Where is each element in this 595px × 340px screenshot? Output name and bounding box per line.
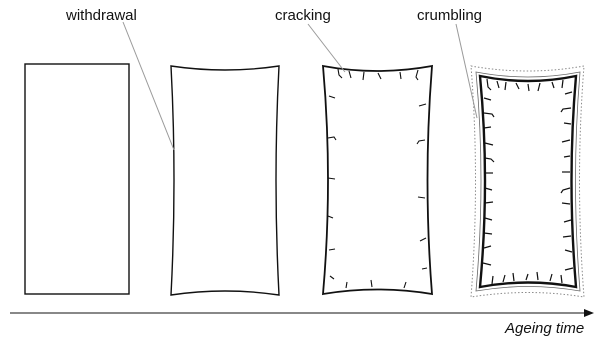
crack-line (562, 203, 570, 204)
crack-line (371, 280, 372, 287)
crack-line (565, 92, 572, 94)
crack-line (561, 108, 571, 112)
leader-crumbling (456, 24, 477, 118)
crack-line (487, 79, 491, 90)
block-crumbling (471, 66, 584, 297)
crack-line (484, 98, 491, 100)
crack-line (485, 218, 492, 220)
crack-line (528, 84, 529, 91)
crack-line (565, 268, 573, 270)
crack-line (564, 156, 570, 157)
crack-line (330, 276, 334, 279)
crack-line (420, 238, 426, 241)
crack-line (561, 188, 570, 193)
crack-line (485, 202, 493, 203)
crack-line (416, 70, 418, 80)
crack-line (513, 273, 514, 281)
crack-line (329, 96, 335, 98)
crack-line (400, 72, 401, 79)
crack-line (329, 249, 335, 250)
crack-line (562, 80, 563, 88)
crack-line (422, 268, 427, 269)
crack-line (338, 69, 342, 78)
crack-line (418, 197, 425, 198)
block-intact (25, 64, 129, 294)
original-outline-dotted (471, 66, 584, 297)
block-withdrawal (171, 66, 279, 295)
block-cracking (323, 66, 432, 294)
leader-withdrawal (123, 22, 174, 150)
arrow-head-icon (584, 309, 594, 317)
crack-line (564, 123, 571, 124)
crack-line (328, 216, 333, 218)
crack-line (550, 274, 552, 281)
crack-line (526, 274, 528, 280)
crack-line (563, 236, 571, 237)
label-crumbling: crumbling (417, 8, 482, 23)
crack-line (484, 246, 491, 248)
crack-line (363, 72, 364, 80)
label-cracking: cracking (275, 8, 331, 23)
crack-line (417, 140, 425, 144)
crack-line (503, 275, 505, 282)
crack-line (328, 137, 336, 140)
crack-line (378, 73, 381, 79)
label-ageing-time: Ageing time (505, 321, 584, 336)
crack-line (485, 158, 494, 162)
crack-line (537, 272, 538, 280)
crack-line (484, 127, 491, 128)
crack-line (564, 220, 571, 222)
crack-line (562, 140, 570, 142)
crack-line (483, 263, 491, 265)
crack-line (484, 113, 494, 117)
crack-line (565, 250, 572, 252)
crack-line (538, 83, 540, 91)
crack-line (505, 82, 506, 90)
crack-line (328, 178, 335, 179)
crack-line (485, 143, 493, 145)
crack-line (419, 104, 426, 106)
crack-line (552, 82, 554, 88)
crack-line (492, 276, 493, 284)
crack-line (516, 83, 519, 89)
crack-line (404, 282, 406, 288)
crack-line (349, 71, 351, 78)
label-withdrawal: withdrawal (66, 8, 137, 23)
crack-line (346, 282, 347, 288)
time-axis (10, 309, 594, 317)
crack-line (497, 81, 499, 88)
leader-cracking (308, 24, 345, 72)
crack-line (484, 233, 492, 234)
crack-line (561, 275, 562, 283)
